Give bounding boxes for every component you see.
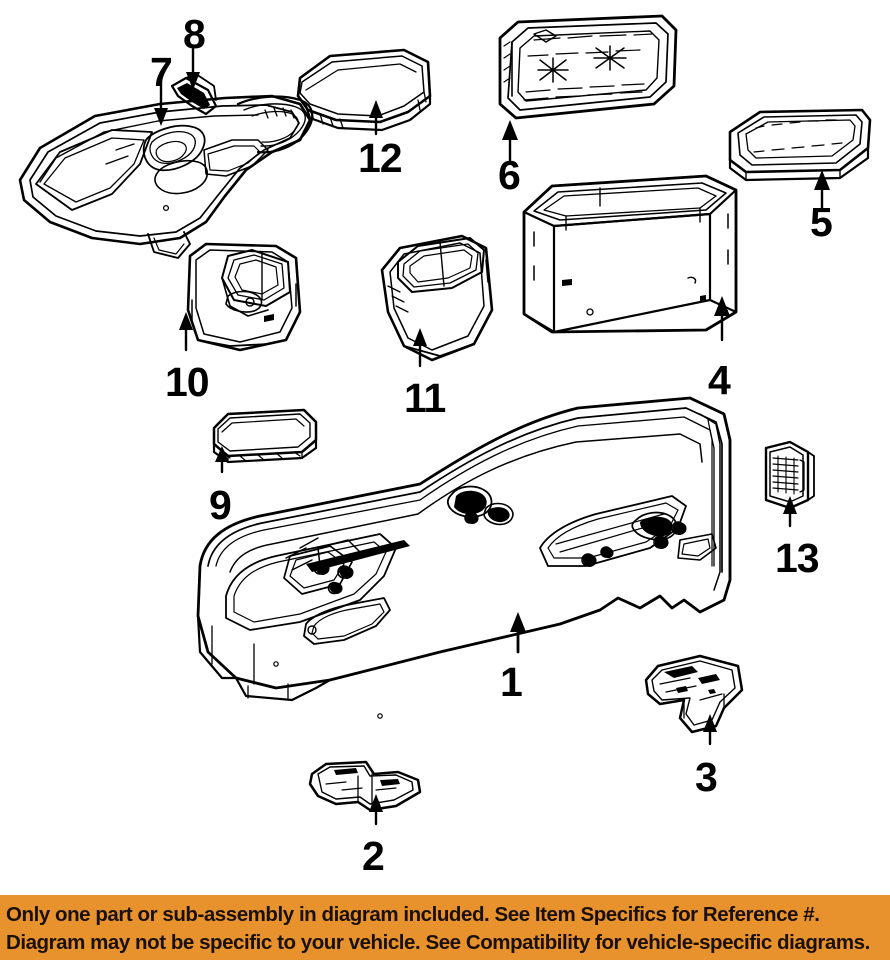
leader-11 [413,328,427,368]
callout-label-6: 6 [498,152,521,198]
leader-6 [502,120,518,162]
part-2-mounting-bracket-front [308,760,422,812]
leader-3 [703,714,717,746]
leader-1 [510,612,526,654]
part-7-console-trim-panel [18,94,314,259]
callout-label-3: 3 [695,754,718,800]
leader-10 [179,312,193,352]
part-10-cup-holder-insert-left [186,242,302,352]
part-1-floor-console-body [196,396,732,719]
part-13-vent-grille [764,440,815,510]
callout-label-10: 10 [165,359,210,405]
disclaimer-line-1: Only one part or sub-assembly in diagram… [6,903,820,926]
callout-label-7: 7 [150,49,173,95]
part-3-mounting-bracket-rear [644,654,744,734]
leader-13 [783,496,797,528]
callout-label-5: 5 [810,199,833,245]
parts-diagram [18,14,872,826]
callout-label-9: 9 [209,482,232,528]
callout-label-4: 4 [708,357,731,403]
part-12-armrest-lid [296,48,432,132]
callout-label-12: 12 [358,135,403,181]
leader-12 [369,100,383,136]
leader-9 [215,446,229,474]
part-6-console-lid-grille [498,14,678,120]
leader-2 [369,794,383,826]
callout-label-13: 13 [775,535,820,581]
leader-4 [714,296,730,342]
part-11-cup-holder-insert-right [380,234,494,362]
disclaimer-banner: Only one part or sub-assembly in diagram… [0,895,890,960]
part-9-control-module [212,408,318,464]
part-4-storage-bin-deep [522,174,738,334]
callout-label-8: 8 [183,11,206,57]
callout-label-2: 2 [362,833,385,879]
leader-5 [814,170,830,210]
disclaimer-line-2: Diagram may not be specific to your vehi… [6,931,870,954]
callout-label-11: 11 [404,375,446,421]
leader-7 [154,72,168,126]
part-5-storage-tray-shallow [728,108,872,182]
leader-8 [186,46,200,90]
callout-label-1: 1 [500,659,523,705]
